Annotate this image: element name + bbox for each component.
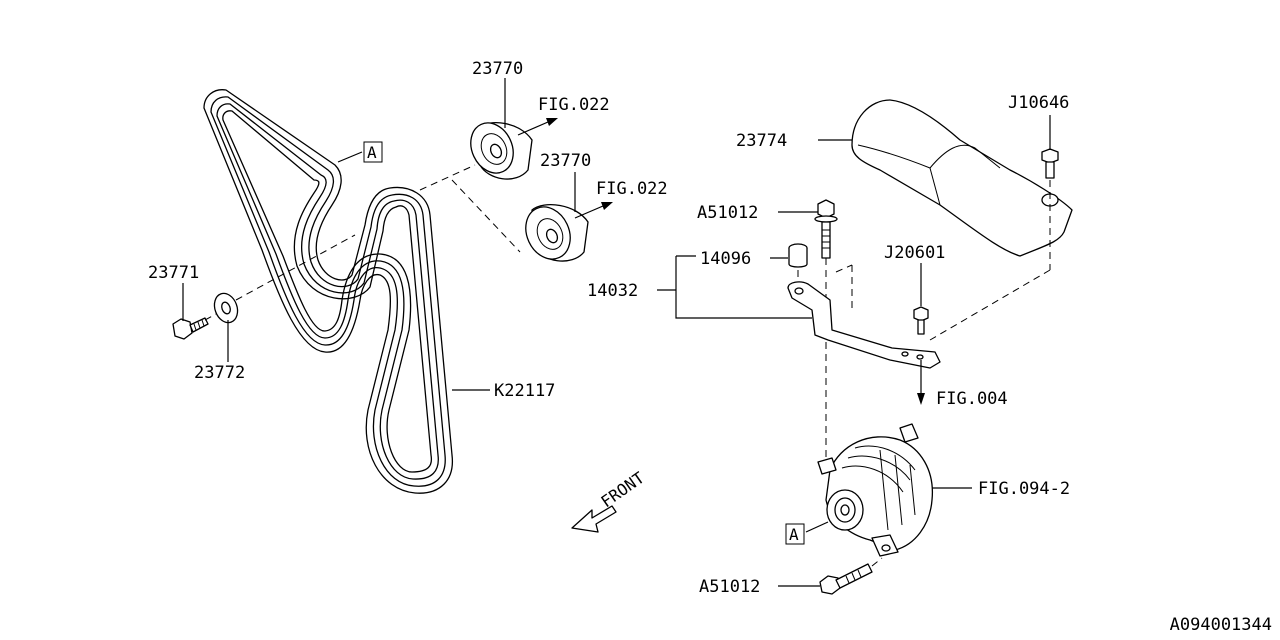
- leader-dash: [235, 234, 356, 301]
- label-tensioner-bolt[interactable]: 23771: [148, 263, 199, 283]
- label-fig-lower[interactable]: FIG.022: [596, 179, 668, 199]
- idler-dash-leaders: [419, 164, 521, 253]
- bracket-bolt[interactable]: [814, 199, 838, 259]
- ref-marker-box-belt: A: [363, 141, 383, 163]
- label-idler-lower[interactable]: 23770: [540, 151, 591, 171]
- label-fig-engine[interactable]: FIG.004: [936, 389, 1008, 409]
- label-bracket[interactable]: 14032: [587, 281, 638, 301]
- alternator-bracket[interactable]: [787, 281, 941, 369]
- label-idler-upper[interactable]: 23770: [472, 59, 523, 79]
- leader-dash: [835, 264, 853, 273]
- fig-engine-arrow: [917, 360, 925, 405]
- leader-dash: [871, 557, 883, 567]
- label-cover[interactable]: 23774: [736, 131, 787, 151]
- idler-pulley-lower[interactable]: [518, 200, 589, 267]
- label-bolt-cover[interactable]: J10646: [1008, 93, 1069, 113]
- ref-marker-label: A: [367, 143, 377, 162]
- label-alternator-fig[interactable]: FIG.094-2: [978, 479, 1070, 499]
- idler-pulley-upper[interactable]: [463, 116, 533, 180]
- bracket-spacer[interactable]: [788, 243, 808, 268]
- leader-dash: [204, 313, 217, 321]
- label-fig-upper[interactable]: FIG.022: [538, 95, 610, 115]
- label-bolt-alternator[interactable]: A51012: [699, 577, 760, 597]
- leader-lines: [182, 78, 1051, 587]
- label-belt[interactable]: K22117: [494, 381, 555, 401]
- tensioner-bolt[interactable]: [172, 317, 209, 340]
- reference-code: A094001344: [1170, 615, 1272, 635]
- label-spacer[interactable]: 14096: [700, 249, 751, 269]
- bracket-bolt-small[interactable]: [913, 306, 929, 335]
- tensioner-washer[interactable]: [211, 290, 242, 326]
- ref-marker-box-alternator: A: [785, 523, 805, 545]
- fig-arrow-lower: [574, 202, 613, 219]
- alternator-bolt[interactable]: [819, 563, 873, 595]
- ref-marker-label: A: [789, 525, 799, 544]
- label-tensioner-washer[interactable]: 23772: [194, 363, 245, 383]
- front-label: FRONT: [597, 468, 648, 511]
- label-bolt-bracket[interactable]: A51012: [697, 203, 758, 223]
- alternator-cover[interactable]: [851, 99, 1073, 257]
- alternator[interactable]: [817, 423, 934, 557]
- drive-belt[interactable]: [203, 89, 453, 494]
- label-bolt-bracket-small[interactable]: J20601: [884, 243, 945, 263]
- fig-arrow-upper: [517, 118, 558, 136]
- front-arrow: FRONT: [571, 468, 648, 533]
- cover-bolt[interactable]: [1041, 148, 1059, 179]
- leader-dash: [929, 269, 1051, 341]
